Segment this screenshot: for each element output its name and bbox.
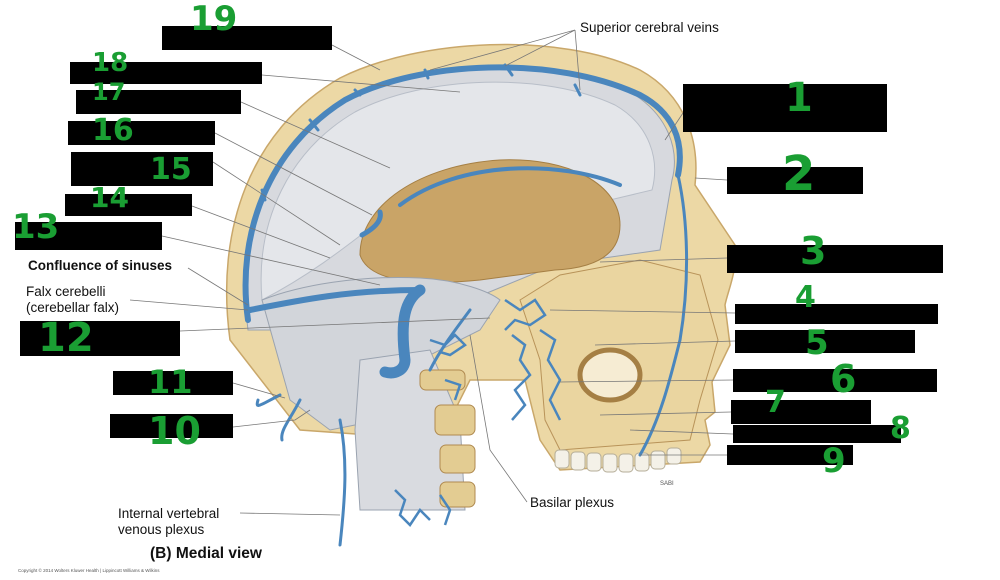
label-internal-vertebral: Internal vertebral	[118, 506, 220, 521]
handwritten-number-12: 12	[38, 315, 94, 361]
handwritten-number-6: 6	[830, 357, 857, 401]
handwritten-number-15: 15	[150, 152, 192, 187]
handwritten-number-13: 13	[12, 207, 60, 247]
pterygoid-plexus	[394, 298, 562, 527]
handwritten-number-17: 17	[92, 78, 126, 106]
redaction-box-12	[20, 321, 180, 356]
redaction-box-4	[735, 304, 938, 324]
redaction-box-16	[68, 121, 215, 145]
posterior-fossa	[261, 277, 501, 431]
redaction-box-13	[15, 222, 162, 250]
label-superior-cerebral-veins: Superior cerebral veins	[580, 20, 719, 35]
label-falx-cerebelli-sub: (cerebellar falx)	[26, 300, 120, 315]
redaction-box-5	[735, 330, 915, 353]
redaction-box-8	[733, 425, 901, 443]
maxillary-sinus	[577, 347, 643, 403]
handwritten-number-1: 1	[785, 75, 813, 121]
label-basilar-plexus: Basilar plexus	[530, 495, 615, 510]
handwritten-number-11: 11	[148, 363, 193, 401]
redaction-box-11	[113, 371, 233, 395]
venous-sinuses	[242, 63, 689, 547]
handwritten-number-18: 18	[92, 48, 129, 78]
handwritten-number-9: 9	[822, 441, 846, 481]
handwritten-number-14: 14	[90, 181, 129, 214]
redaction-box-14	[65, 194, 192, 216]
handwritten-number-3: 3	[800, 229, 827, 273]
redaction-box-18	[70, 62, 262, 84]
label-falx-cerebelli: Falx cerebelli	[26, 284, 106, 299]
figure-title: (B) Medial view	[150, 545, 262, 562]
redaction-box-9	[727, 445, 853, 465]
handwritten-number-7: 7	[765, 385, 786, 420]
handwritten-number-19: 19	[190, 0, 238, 39]
redaction-box-3	[727, 245, 943, 273]
redaction-box-1	[683, 84, 887, 132]
label-venous-plexus: venous plexus	[118, 522, 205, 537]
redaction-box-6	[733, 369, 937, 392]
label-confluence-of-sinuses: Confluence of sinuses	[28, 258, 173, 273]
redaction-box-10	[110, 414, 233, 438]
handwritten-number-10: 10	[148, 409, 201, 453]
redaction-box-19	[162, 26, 332, 50]
redaction-box-17	[76, 90, 241, 114]
artist-mark: SABI	[660, 481, 674, 487]
handwritten-number-4: 4	[795, 280, 816, 315]
redaction-box-7	[731, 400, 871, 424]
handwritten-number-16: 16	[92, 113, 134, 148]
copyright-notice: Copyright © 2014 Wolters Kluwer Health |…	[18, 568, 160, 573]
handwritten-number-5: 5	[805, 323, 829, 363]
redaction-box-2	[727, 167, 863, 194]
redaction-box-15	[71, 152, 213, 186]
handwritten-number-8: 8	[890, 411, 911, 446]
cervical-vertebrae	[419, 369, 476, 508]
teeth	[554, 447, 682, 473]
handwritten-number-2: 2	[782, 146, 816, 202]
leader-lines	[129, 29, 736, 516]
